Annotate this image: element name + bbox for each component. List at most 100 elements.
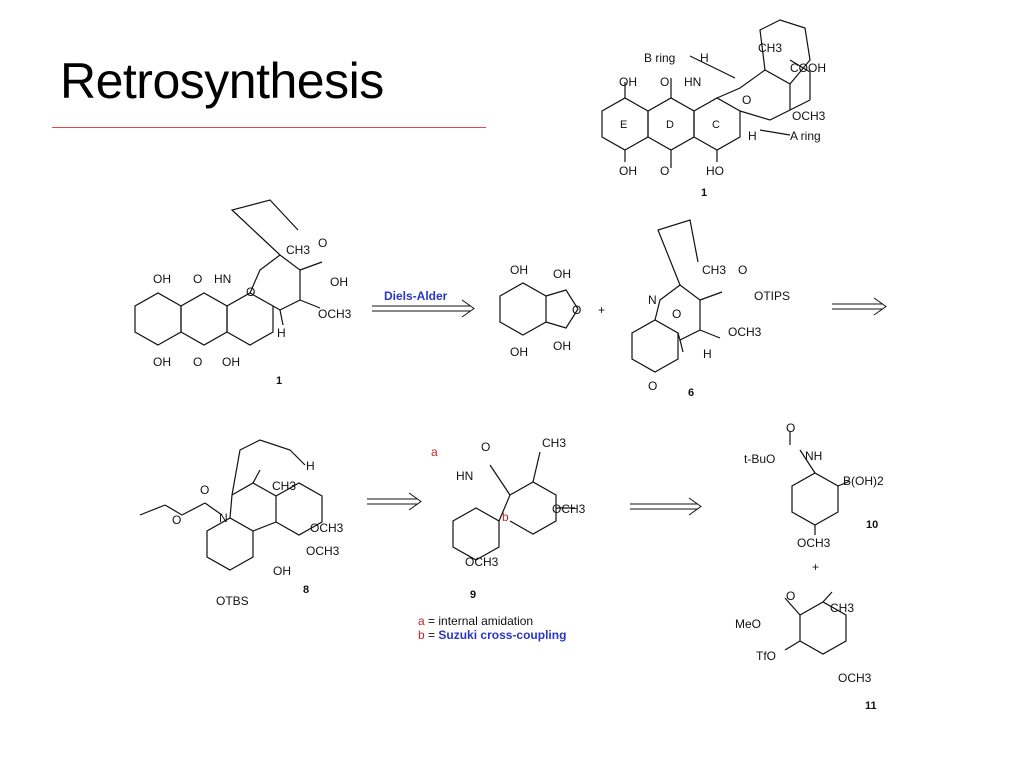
compound-10: O t-BuO NH B(OH)2 OCH3 10 — [744, 421, 884, 550]
plus-row1: + — [598, 303, 605, 317]
legend-a-text: = internal amidation — [428, 614, 534, 628]
c8-oh: OH — [273, 564, 291, 578]
target-number: 1 — [701, 187, 707, 199]
c9-ch3: CH3 — [542, 436, 566, 450]
c11-och3: OCH3 — [838, 671, 872, 685]
compound-1-row1: OH OH O O OH HN O CH3 O OH OCH3 H 1 — [134, 199, 352, 387]
c10-o: O — [786, 421, 795, 435]
legend-line-a: a = internal amidation — [418, 614, 533, 628]
plus-row2: + — [812, 560, 819, 574]
c1-och3: OCH3 — [318, 307, 352, 321]
c6-number: 6 — [688, 387, 694, 399]
c1-ch3: CH3 — [286, 243, 310, 257]
target-h-top: H — [700, 51, 709, 65]
target-oh-top: OH — [619, 75, 637, 89]
c6-otips: OTIPS — [754, 289, 790, 303]
c10-nh: NH — [805, 449, 822, 463]
ring-e-label: E — [620, 119, 627, 131]
compound-8: H N O O CH3 OCH3 OCH3 OH OTBS 8 — [139, 439, 344, 608]
c9-och3-2: OCH3 — [465, 555, 499, 569]
ring-d-label: D — [666, 119, 674, 131]
target-ho: HO — [706, 164, 724, 178]
c10-tbuo: t-BuO — [744, 452, 775, 466]
c8-o-1: O — [200, 483, 209, 497]
furan-oh-2: OH — [553, 267, 571, 281]
c9-o: O — [481, 440, 490, 454]
c11-o: O — [786, 589, 795, 603]
c6-ch3: CH3 — [702, 263, 726, 277]
c8-n: N — [219, 511, 228, 525]
legend-b-text: Suzuki cross-coupling — [438, 628, 567, 642]
furan-oh-4: OH — [510, 345, 528, 359]
c8-number: 8 — [303, 584, 309, 596]
c10-och3: OCH3 — [797, 536, 831, 550]
c1-o-bridge: O — [246, 285, 255, 299]
c9-key-a: a — [431, 445, 438, 459]
compound-9: a O CH3 HN b OCH3 OCH3 9 — [431, 436, 586, 601]
furan-oh-3: OH — [553, 339, 571, 353]
c6-o-bridge: O — [672, 307, 681, 321]
c10-boh2: B(OH)2 — [843, 474, 884, 488]
target-hn: HN — [684, 75, 701, 89]
a-ring-label: A ring — [790, 129, 821, 143]
c1-number: 1 — [276, 375, 282, 387]
c8-otbs: OTBS — [216, 594, 249, 608]
compound-11: O MeO CH3 TfO OCH3 11 — [735, 589, 877, 712]
c8-o-2: O — [172, 513, 181, 527]
c1-o-top: O — [193, 272, 202, 286]
c6-och3: OCH3 — [728, 325, 762, 339]
c8-och3-1: OCH3 — [310, 521, 344, 535]
c1-hn: HN — [214, 272, 231, 286]
retro-arrow-row2-a — [367, 492, 422, 511]
slide-title: Retrosynthesis — [60, 53, 384, 109]
c1-oh-top: OH — [153, 272, 171, 286]
compound-6: N O CH3 O OTIPS OCH3 H O 6 — [631, 219, 790, 399]
c1-o-bottom: O — [193, 355, 202, 369]
c10-number: 10 — [866, 519, 878, 531]
target-carbonyl-bottom: O — [660, 164, 669, 178]
c1-oh-acid: OH — [330, 275, 348, 289]
target-o-bridge: O — [742, 93, 751, 107]
legend-b-key: b — [418, 628, 425, 642]
legend-a-key: a — [418, 614, 425, 628]
c9-number: 9 — [470, 589, 476, 601]
c11-ch3: CH3 — [830, 601, 854, 615]
c9-och3-1: OCH3 — [552, 502, 586, 516]
isobenzofuran: OH OH O OH OH — [499, 263, 581, 359]
c11-meo: MeO — [735, 617, 761, 631]
retro-arrow-row2-b — [630, 497, 702, 516]
b-ring-label: B ring — [644, 51, 675, 65]
c11-number: 11 — [865, 700, 877, 712]
target-oh-bottom: OH — [619, 164, 637, 178]
title-divider — [52, 127, 486, 128]
c6-o-ester: O — [738, 263, 747, 277]
target-compound-1: OH OH O O HO E D C B ring H HN O CH3 COO… — [601, 19, 826, 199]
target-och3: OCH3 — [792, 109, 826, 123]
target-ch3: CH3 — [758, 41, 782, 55]
c6-o-keto: O — [648, 379, 657, 393]
legend-line-b: b = Suzuki cross-coupling — [418, 628, 566, 642]
target-cooh: COOH — [790, 61, 826, 75]
c9-hn: HN — [456, 469, 473, 483]
target-carbonyl-top: O — [660, 75, 669, 89]
c1-h: H — [277, 326, 286, 340]
c6-n: N — [648, 293, 657, 307]
retro-arrow-row1 — [832, 297, 887, 316]
c1-o-acid: O — [318, 236, 327, 250]
diels-alder-arrow: Diels-Alder — [372, 289, 475, 318]
target-h-bottom: H — [748, 129, 757, 143]
furan-o: O — [572, 303, 581, 317]
c8-ch3: CH3 — [272, 479, 296, 493]
c8-och3-2: OCH3 — [306, 544, 340, 558]
c1-oh-bottom: OH — [153, 355, 171, 369]
c11-tfo: TfO — [756, 649, 776, 663]
c9-key-b: b — [502, 510, 509, 524]
c1-oh-right: OH — [222, 355, 240, 369]
legend-b-eq: = — [428, 628, 436, 642]
ring-c-label: C — [712, 119, 720, 131]
diels-alder-label: Diels-Alder — [384, 289, 448, 303]
c8-h: H — [306, 459, 315, 473]
furan-oh-1: OH — [510, 263, 528, 277]
c6-h: H — [703, 347, 712, 361]
